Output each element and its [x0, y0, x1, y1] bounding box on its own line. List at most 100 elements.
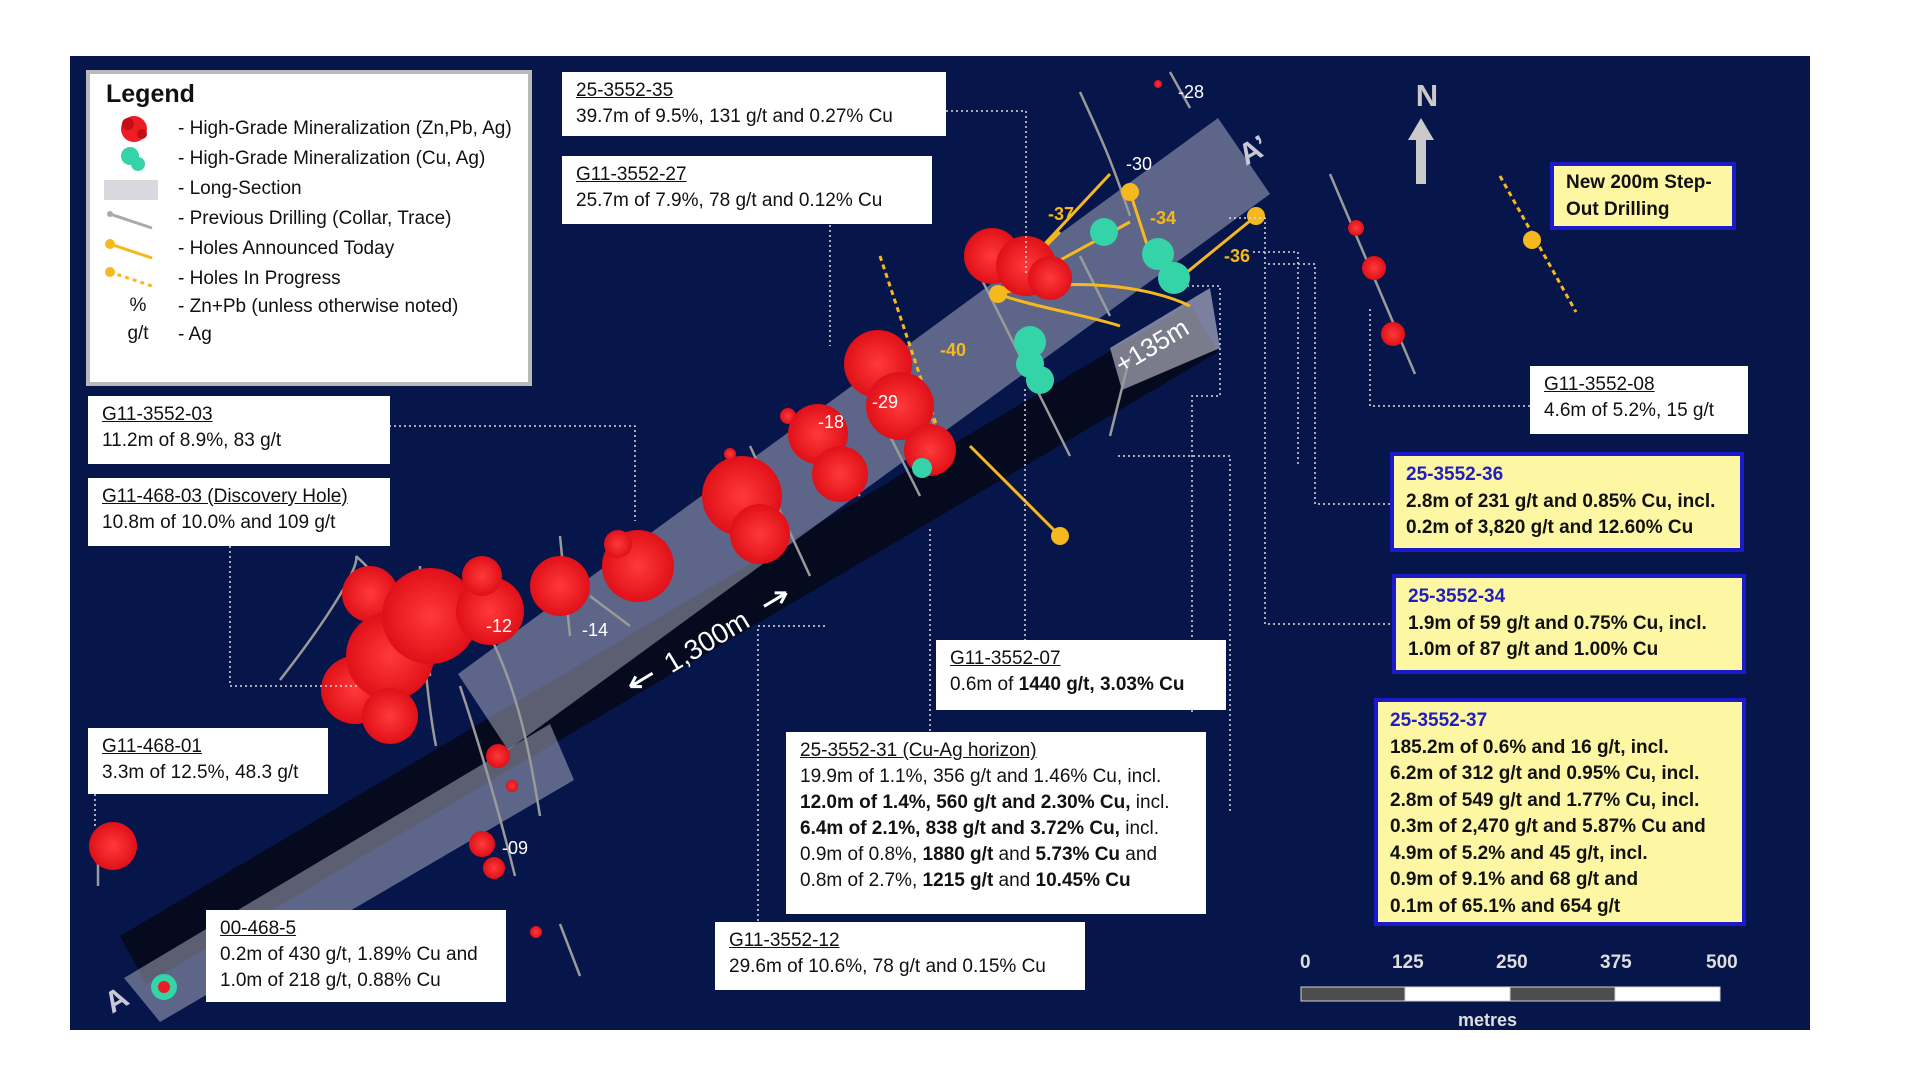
hole-label-30: -30 [1126, 154, 1152, 174]
hole-label-29: -29 [872, 392, 898, 412]
scale-tick: 250 [1496, 952, 1528, 973]
callout-line: 0.6m of 1440 g/t, 3.03% Cu [950, 674, 1185, 695]
callout-25-3552-36: 25-3552-36 2.8m of 231 g/t and 0.85% Cu,… [1390, 452, 1744, 552]
map-area: -28 -30 -37 -34 -36 -40 -29 -18 -12 -14 … [70, 56, 1810, 1030]
callout-line: 25.7m of 7.9%, 78 g/t and 0.12% Cu [576, 190, 883, 211]
callout-g11-468-03: G11-468-03 (Discovery Hole) 10.8m of 10.… [88, 478, 390, 546]
legend-label: - Long-Section [178, 178, 302, 199]
callout-line: Out Drilling [1566, 198, 1670, 220]
scale-segments [1300, 986, 1721, 1002]
red-cluster-icon [121, 116, 147, 142]
callout-title: 25-3552-37 [1390, 710, 1488, 731]
callout-g11-3552-07: G11-3552-07 0.6m of 1440 g/t, 3.03% Cu [936, 640, 1226, 710]
legend: Legend - High-Grade Mineralization (Zn,P… [86, 70, 532, 386]
long-section-dark-band [120, 304, 1218, 984]
callout-title: G11-468-01 [102, 736, 202, 757]
callout-title: G11-3552-03 [102, 404, 213, 425]
callout-title: G11-3552-08 [1544, 374, 1655, 395]
north-label: N [1415, 78, 1439, 113]
callout-line: 6.4m of 2.1%, 838 g/t and 3.72% Cu, incl… [800, 818, 1160, 839]
callout-title: 00-468-5 [220, 918, 297, 939]
teal-cluster-icon [121, 147, 145, 171]
yellow-dotted-trace-icon [105, 267, 153, 288]
legend-label: - Previous Drilling (Collar, Trace) [178, 208, 452, 229]
legend-label: - High-Grade Mineralization (Zn,Pb, Ag) [178, 118, 512, 139]
hole-label-12: -12 [486, 616, 512, 636]
hole-label-14: -14 [582, 620, 608, 640]
zn-pb-mineralization [89, 80, 1405, 938]
announced-hole-collars [989, 183, 1541, 545]
legend-label: - High-Grade Mineralization (Cu, Ag) [178, 148, 486, 169]
scale-tick: 500 [1706, 952, 1738, 973]
callout-line: 0.9m of 0.8%, 1880 g/t and 5.73% Cu and [800, 844, 1158, 865]
callout-line: 12.0m of 1.4%, 560 g/t and 2.30% Cu, inc… [800, 792, 1170, 813]
percent-symbol: % [129, 295, 147, 316]
callout-title: G11-3552-07 [950, 648, 1061, 669]
callout-line: New 200m Step- [1566, 172, 1712, 193]
callout-line: 2.8m of 549 g/t and 1.77% Cu, incl. [1390, 789, 1700, 811]
legend-item-long-section: - Long-Section [90, 174, 530, 204]
grey-trace-icon [107, 211, 153, 230]
callout-line: 4.6m of 5.2%, 15 g/t [1544, 400, 1715, 421]
legend-label: - Ag [178, 324, 212, 345]
callout-line: 0.1m of 65.1% and 654 g/t [1390, 895, 1621, 917]
hole-label-37: -37 [1048, 204, 1074, 224]
callout-title: G11-3552-12 [729, 930, 840, 951]
callout-25-3552-37: 25-3552-37 185.2m of 0.6% and 16 g/t, in… [1374, 698, 1746, 926]
callout-line: 0.2m of 430 g/t, 1.89% Cu and [220, 944, 478, 965]
callout-25-3552-34: 25-3552-34 1.9m of 59 g/t and 0.75% Cu, … [1392, 574, 1746, 674]
hole-label-09: -09 [502, 838, 528, 858]
legend-item-previous-drilling: - Previous Drilling (Collar, Trace) [90, 204, 530, 234]
hole-label-34: -34 [1150, 208, 1176, 228]
cu-ag-mineralization [151, 218, 1190, 1000]
north-arrow-icon [1408, 118, 1434, 184]
callout-title: 25-3552-34 [1408, 586, 1506, 607]
callout-00-468-5: 00-468-5 0.2m of 430 g/t, 1.89% Cu and 1… [206, 910, 506, 1002]
legend-item-gpt: g/t - Ag [90, 320, 530, 350]
callout-title: 25-3552-36 [1406, 464, 1504, 485]
hole-label-28: -28 [1178, 82, 1204, 102]
callout-line: 39.7m of 9.5%, 131 g/t and 0.27% Cu [576, 106, 893, 127]
offset-label-box [1110, 288, 1220, 390]
callout-line: 1.0m of 218 g/t, 0.88% Cu [220, 970, 441, 991]
callout-line: 29.6m of 10.6%, 78 g/t and 0.15% Cu [729, 956, 1046, 977]
callout-line: 0.8m of 2.7%, 1215 g/t and 10.45% Cu [800, 870, 1131, 891]
grey-rectangle-icon [104, 180, 158, 200]
callout-line: 10.8m of 10.0% and 109 g/t [102, 512, 336, 533]
legend-item-percent: % - Zn+Pb (unless otherwise noted) [90, 292, 530, 322]
callout-line: 1.0m of 87 g/t and 1.00% Cu [1408, 639, 1659, 660]
callout-25-3552-31: 25-3552-31 (Cu-Ag horizon) 19.9m of 1.1%… [786, 732, 1206, 914]
callout-line: 3.3m of 12.5%, 48.3 g/t [102, 762, 299, 783]
legend-title: Legend [106, 80, 195, 108]
scale-unit: metres [1458, 1010, 1518, 1030]
callout-line: 6.2m of 312 g/t and 0.95% Cu, incl. [1390, 763, 1700, 784]
section-a-label: A [99, 981, 134, 1020]
callout-g11-468-01: G11-468-01 3.3m of 12.5%, 48.3 g/t [88, 728, 328, 794]
callout-line: 185.2m of 0.6% and 16 g/t, incl. [1390, 736, 1669, 758]
callout-line: 2.8m of 231 g/t and 0.85% Cu, incl. [1406, 490, 1716, 512]
legend-label: - Holes In Progress [178, 268, 341, 289]
legend-item-cu-ag: - High-Grade Mineralization (Cu, Ag) [90, 144, 530, 174]
callout-25-3552-35: 25-3552-35 39.7m of 9.5%, 131 g/t and 0.… [562, 72, 946, 136]
yellow-trace-icon [105, 239, 153, 260]
callout-g11-3552-08: G11-3552-08 4.6m of 5.2%, 15 g/t [1530, 366, 1748, 434]
legend-label: - Zn+Pb (unless otherwise noted) [178, 296, 459, 317]
callout-line: 1.9m of 59 g/t and 0.75% Cu, incl. [1408, 612, 1707, 634]
hole-label-36: -36 [1224, 246, 1250, 266]
callout-step-out: New 200m Step- Out Drilling [1550, 162, 1736, 230]
callout-line: 0.9m of 9.1% and 68 g/t and [1390, 869, 1639, 890]
legend-item-in-progress: - Holes In Progress [90, 264, 530, 294]
gpt-symbol: g/t [127, 323, 149, 344]
scale-bar: 0 125 250 375 500 metres [1300, 952, 1738, 1030]
hole-label-40: -40 [940, 340, 966, 360]
map-graphics: -28 -30 -37 -34 -36 -40 -29 -18 -12 -14 … [89, 71, 1578, 1022]
scale-tick: 375 [1600, 952, 1632, 973]
callout-line: 0.3m of 2,470 g/t and 5.87% Cu and [1390, 816, 1706, 837]
callout-line: 19.9m of 1.1%, 356 g/t and 1.46% Cu, inc… [800, 766, 1162, 787]
callout-title: G11-3552-27 [576, 164, 687, 185]
callout-line: 11.2m of 8.9%, 83 g/t [102, 430, 282, 451]
hole-label-18: -18 [818, 412, 844, 432]
callout-g11-3552-12: G11-3552-12 29.6m of 10.6%, 78 g/t and 0… [715, 922, 1085, 990]
callout-g11-3552-03: G11-3552-03 11.2m of 8.9%, 83 g/t [88, 396, 390, 464]
callout-title: G11-468-03 (Discovery Hole) [102, 486, 348, 507]
